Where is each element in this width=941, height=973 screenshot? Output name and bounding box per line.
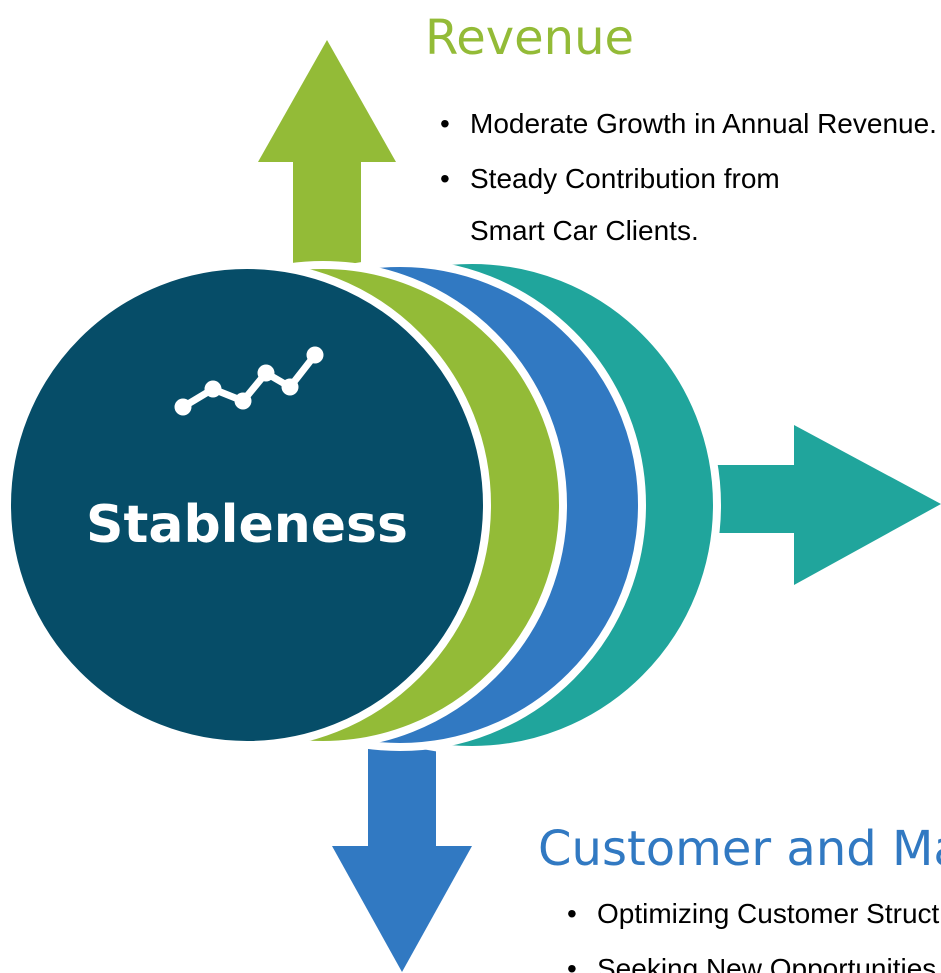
revenue-section: Revenue • Moderate Growth in Annual Reve… bbox=[425, 10, 937, 246]
center-label: Stableness bbox=[86, 495, 408, 555]
customer-bullet-1: Optimizing Customer Structure. bbox=[597, 898, 941, 929]
revenue-bullet-marker-2: • bbox=[440, 163, 450, 194]
revenue-bullet-2-continued: Smart Car Clients. bbox=[470, 215, 699, 246]
right-arrow-head bbox=[794, 425, 941, 585]
revenue-heading: Revenue bbox=[425, 10, 634, 66]
customer-section: Customer and Market • Optimizing Custome… bbox=[538, 821, 941, 973]
customer-arrow-head bbox=[332, 846, 472, 972]
trend-line-icon bbox=[174, 346, 324, 416]
customer-bullet-marker-2: • bbox=[567, 953, 577, 973]
revenue-arrow-head bbox=[258, 40, 396, 162]
layer-rings bbox=[3, 256, 721, 754]
revenue-bullet-2: Steady Contribution from bbox=[470, 163, 780, 194]
revenue-bullet-marker-1: • bbox=[440, 108, 450, 139]
customer-bullet-marker-1: • bbox=[567, 898, 577, 929]
customer-bullet-2: Seeking New Opportunities. bbox=[597, 953, 941, 973]
revenue-bullet-1: Moderate Growth in Annual Revenue. bbox=[470, 108, 937, 139]
revenue-arrow bbox=[258, 40, 396, 295]
customer-heading: Customer and Market bbox=[538, 821, 941, 877]
center-circle bbox=[3, 261, 491, 749]
